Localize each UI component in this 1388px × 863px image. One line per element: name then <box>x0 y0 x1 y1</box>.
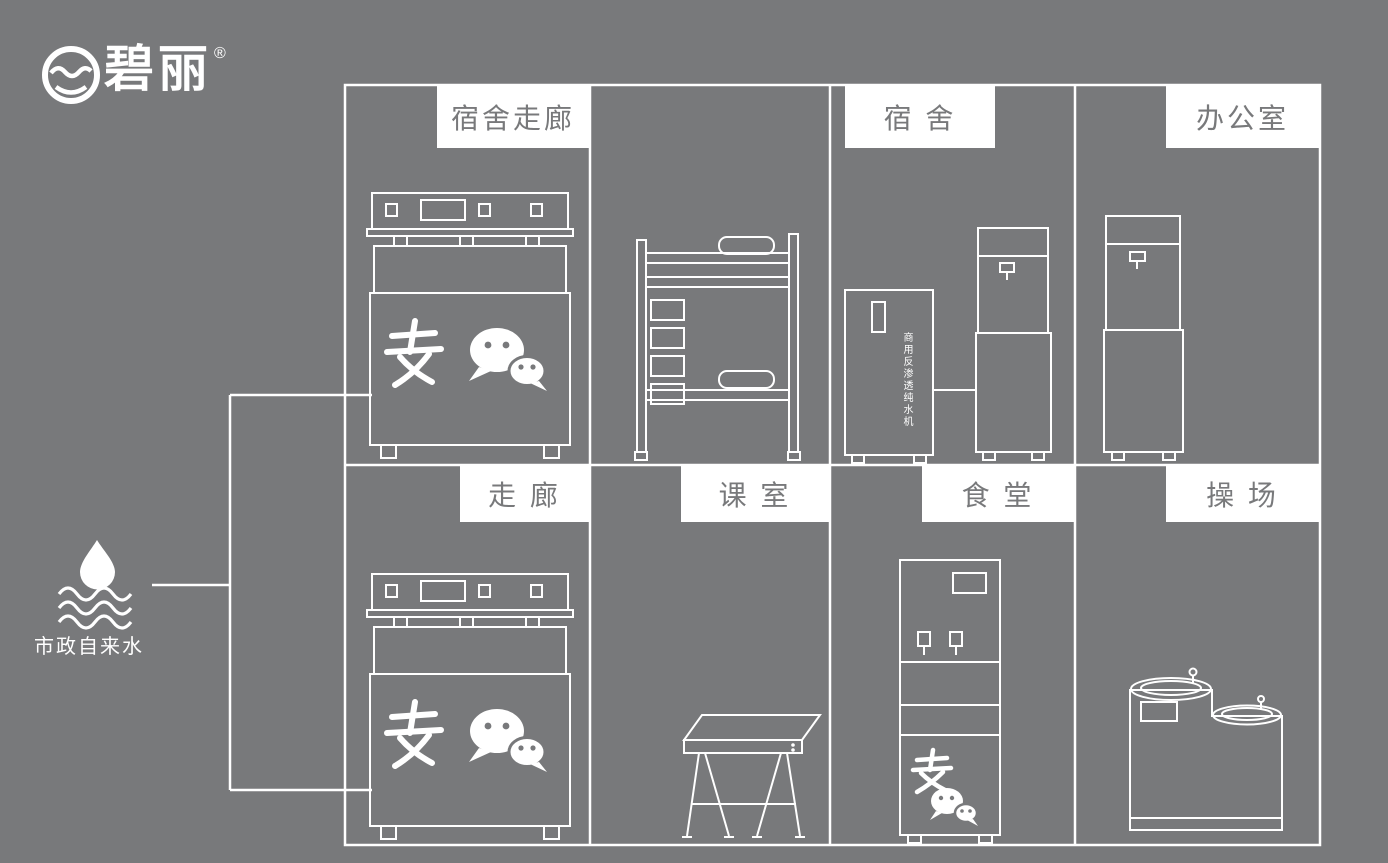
ro-machine-label: 商用反渗透纯水机 <box>901 332 912 428</box>
wechat-icon-small <box>930 788 979 826</box>
water-source-label: 市政自来水 <box>34 636 144 658</box>
brand-name: 碧丽 <box>104 41 212 97</box>
dorm-corridor-dispenser <box>367 193 573 458</box>
brand-logo: 碧丽® <box>104 42 226 97</box>
room-label-office: 办公室 <box>1166 86 1319 148</box>
ro-machine <box>844 289 976 464</box>
registered-mark-icon: ® <box>214 45 226 62</box>
building-walls <box>343 83 1322 847</box>
school-desk <box>682 714 822 838</box>
room-label-dorm-corridor: 宿舍走廊 <box>437 86 589 148</box>
canteen-dispenser <box>899 559 1001 844</box>
bunk-bed <box>634 233 801 461</box>
water-waves-icon <box>57 586 133 630</box>
water-drop-icon <box>80 540 115 590</box>
playground-fountain <box>1129 667 1283 831</box>
room-label-canteen: 食 堂 <box>922 466 1074 522</box>
bubbler-faucet-icon <box>1188 667 1198 677</box>
room-label-corridor: 走 廊 <box>460 466 589 522</box>
brand-logo-icon <box>42 46 100 104</box>
office-dispenser <box>1103 215 1184 461</box>
room-label-playground: 操 场 <box>1166 466 1319 522</box>
water-source-icon <box>57 540 133 630</box>
bubbler-faucet-icon <box>1257 695 1265 703</box>
room-label-dormitory: 宿 舍 <box>845 86 995 148</box>
corridor-dispenser <box>367 574 573 839</box>
water-pipes <box>152 393 372 792</box>
alipay-icon-small <box>910 747 954 795</box>
dormitory-dispenser <box>975 227 1052 461</box>
room-label-classroom: 课 室 <box>681 466 829 522</box>
